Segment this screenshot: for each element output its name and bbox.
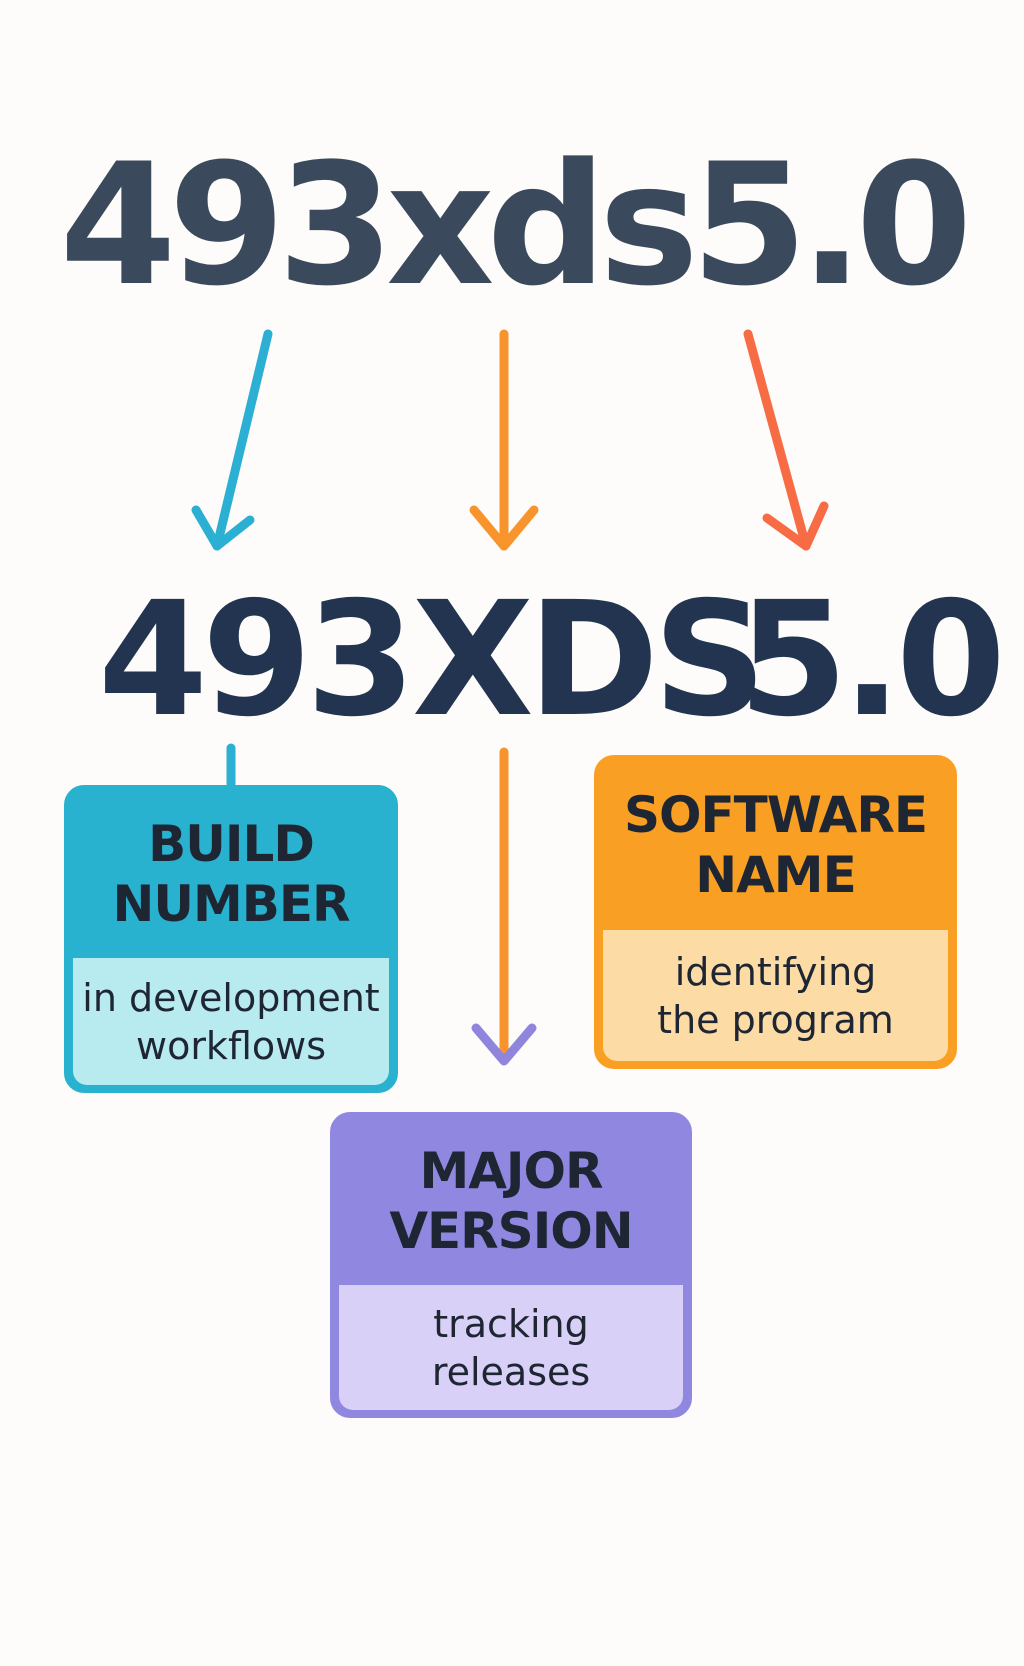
major-version-card: MAJOR VERSION tracking releases xyxy=(330,1112,692,1418)
arrow-blue xyxy=(191,329,273,551)
card-description: identifying the program xyxy=(603,930,948,1061)
card-title: BUILD NUMBER xyxy=(112,815,351,933)
segment-version: 5.0 xyxy=(738,568,1006,752)
card-description: tracking releases xyxy=(339,1285,683,1410)
arrow-orange xyxy=(469,329,539,551)
arrow-major-version xyxy=(471,747,537,1066)
software-name-card: SOFTWARE NAME identifying the program xyxy=(594,755,957,1069)
build-number-card: BUILD NUMBER in development workflows xyxy=(64,785,398,1093)
card-title: SOFTWARE NAME xyxy=(623,786,928,904)
segment-build: 493 xyxy=(98,568,416,752)
arrow-red xyxy=(743,329,829,551)
card-description: in development workflows xyxy=(73,958,389,1085)
card-title: MAJOR VERSION xyxy=(389,1142,633,1260)
version-string: 493xds5.0 xyxy=(59,127,973,323)
segment-xds: XDS xyxy=(412,568,767,752)
